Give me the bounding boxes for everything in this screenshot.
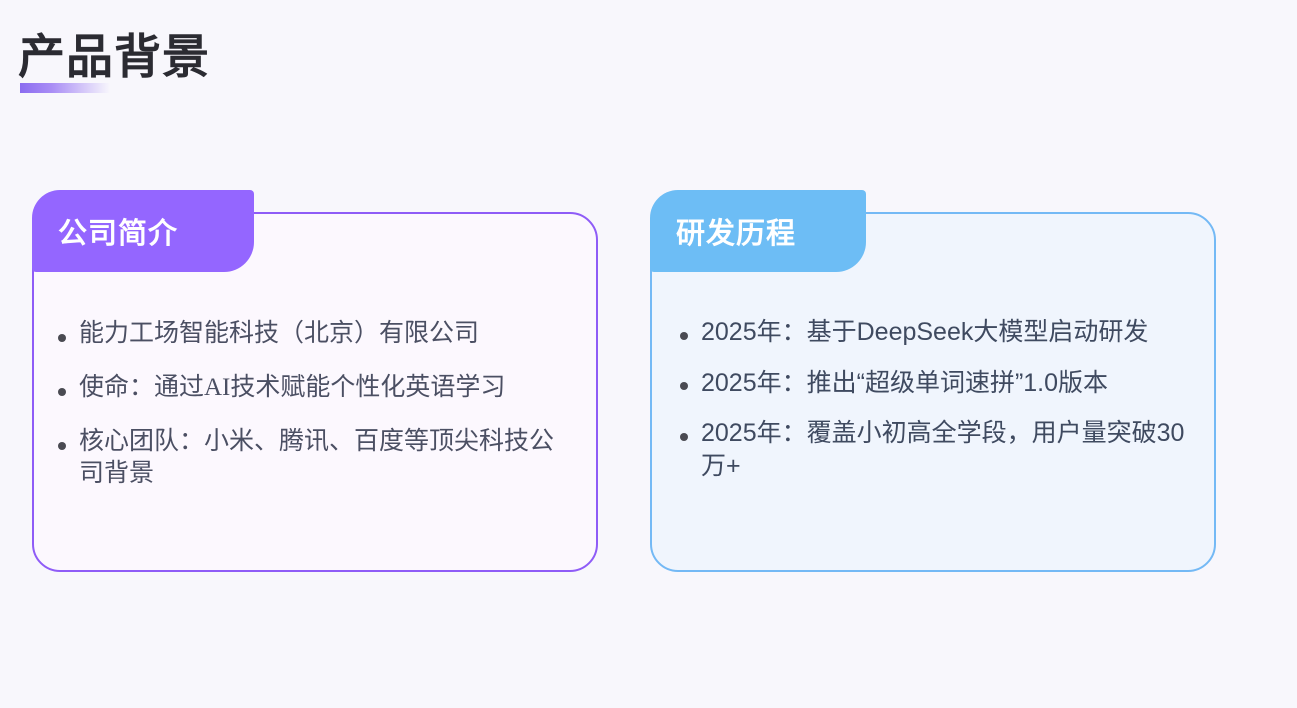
card-company-intro-bullet-list: 能力工场智能科技（北京）有限公司 使命：通过AI技术赋能个性化英语学习 核心团队… (58, 318, 572, 512)
list-item: 2025年：推出“超级单词速拼”1.0版本 (680, 367, 1192, 400)
page-title-block: 产品背景 (18, 30, 210, 94)
bullet-dot-icon (58, 387, 66, 396)
card-rnd-roadmap-body (650, 212, 1216, 572)
bullet-dot-icon (680, 432, 688, 441)
card-company-intro: 公司简介 能力工场智能科技（北京）有限公司 使命：通过AI技术赋能个性化英语学习… (32, 190, 598, 572)
list-item-text: 使命：通过AI技术赋能个性化英语学习 (79, 374, 506, 401)
list-item-text: 2025年：基于DeepSeek大模型启动研发 (701, 318, 1149, 346)
list-item: 使命：通过AI技术赋能个性化英语学习 (58, 372, 572, 404)
list-item-text: 核心团队：小米、腾讯、百度等顶尖科技公司背景 (79, 428, 555, 487)
card-company-intro-header-label: 公司简介 (58, 218, 179, 250)
list-item: 2025年：覆盖小初高全学段，用户量突破30万+ (680, 417, 1192, 482)
card-rnd-roadmap-header-label: 研发历程 (676, 218, 797, 250)
list-item: 2025年：基于DeepSeek大模型启动研发 (680, 316, 1192, 349)
card-rnd-roadmap: 研发历程 2025年：基于DeepSeek大模型启动研发 2025年：推出“超级… (650, 190, 1216, 572)
title-underline-accent (20, 83, 110, 94)
list-item-text: 2025年：覆盖小初高全学段，用户量突破30万+ (701, 419, 1185, 480)
bullet-dot-icon (58, 333, 66, 342)
card-company-intro-header: 公司简介 (32, 190, 254, 272)
page-title: 产品背景 (18, 30, 210, 83)
list-item: 能力工场智能科技（北京）有限公司 (58, 318, 572, 350)
bullet-dot-icon (680, 331, 688, 340)
bullet-dot-icon (58, 441, 66, 450)
card-rnd-roadmap-bullet-list: 2025年：基于DeepSeek大模型启动研发 2025年：推出“超级单词速拼”… (680, 316, 1192, 500)
card-company-intro-body (32, 212, 598, 572)
list-item-text: 能力工场智能科技（北京）有限公司 (79, 320, 480, 347)
list-item-text: 2025年：推出“超级单词速拼”1.0版本 (701, 368, 1109, 397)
card-rnd-roadmap-header: 研发历程 (650, 190, 866, 272)
bullet-dot-icon (680, 382, 688, 390)
list-item: 核心团队：小米、腾讯、百度等顶尖科技公司背景 (58, 426, 572, 490)
